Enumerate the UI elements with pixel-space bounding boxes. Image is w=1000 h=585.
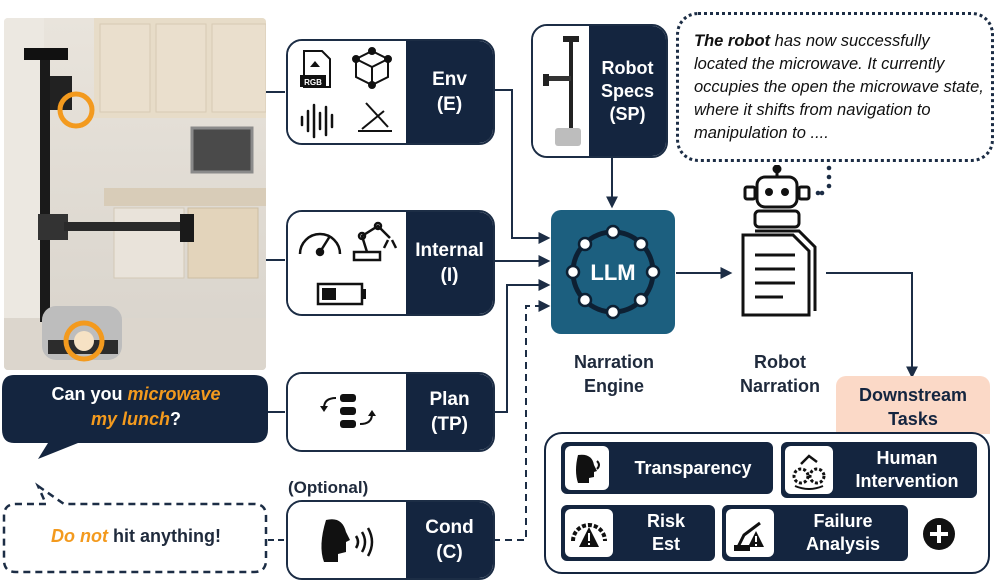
- speaking-head-icon: [321, 519, 374, 562]
- env-label: Env: [432, 69, 467, 90]
- speedometer-icon: [298, 232, 342, 257]
- narration-thought-bubble: [676, 12, 994, 162]
- internal-abbrev: (I): [440, 265, 459, 286]
- specs-label-1: Robot: [601, 57, 654, 78]
- llm-core-label: LLM: [590, 260, 636, 285]
- internal-input-box: Internal (I): [286, 210, 495, 316]
- microwave: [190, 126, 254, 174]
- cond-icons: [321, 519, 374, 562]
- robot-mast: [40, 52, 50, 322]
- svg-text:RGB: RGB: [304, 78, 322, 87]
- task-human-intervention: Human Intervention: [781, 442, 977, 498]
- robot-specs-image: [543, 36, 581, 146]
- task-transparency: Transparency: [561, 442, 773, 494]
- task-plan-icon: [320, 394, 376, 428]
- cond-abbrev: (C): [436, 542, 463, 563]
- plan-abbrev: (TP): [431, 414, 468, 435]
- speaking-face-icon: [576, 454, 600, 483]
- internal-label: Internal: [415, 240, 484, 261]
- camera-marker: [57, 91, 95, 129]
- optional-label: (Optional): [288, 478, 369, 497]
- arrow-env-llm: [493, 89, 551, 244]
- question-text: Can you microwave my lunch?: [51, 384, 221, 429]
- battery-icon: [316, 282, 366, 306]
- env-input-box: RGB Env (E): [286, 39, 495, 145]
- base-marker: [63, 320, 105, 362]
- llm-network-icon: [565, 224, 661, 320]
- plan-label: Plan: [429, 389, 470, 410]
- specs-label-2: Specs: [600, 80, 655, 101]
- rgb-image-icon: [300, 50, 331, 88]
- llm-engine-box: LLM: [551, 210, 675, 334]
- cond-input-box: Cond (C): [286, 500, 495, 580]
- arrow-narration-downstream: [826, 272, 918, 379]
- robot-arm: [64, 222, 184, 231]
- add-task-icon: [923, 518, 955, 550]
- downstream-label-bg: [836, 376, 990, 434]
- task-risk-estimation: Risk Est: [561, 505, 715, 561]
- condition-bubble-shape: [2, 482, 268, 574]
- robot-narration-icon: [741, 165, 817, 317]
- pointcloud-cube-icon: [352, 47, 392, 89]
- plan-input-box: Plan (TP): [286, 372, 495, 452]
- robot-scene: [4, 18, 266, 370]
- env-abbrev: (E): [436, 94, 463, 115]
- audio-wave-icon: [300, 103, 334, 139]
- robot-photo: [4, 18, 266, 370]
- narration-thought-text: The robot has now successfully located t…: [694, 32, 984, 142]
- specs-abbrev: (SP): [609, 103, 646, 124]
- plan-icons: [320, 394, 376, 428]
- human-robot-gears-icon: [792, 454, 826, 490]
- lidar-scan-icon: [358, 102, 392, 132]
- arrow-cond-llm: [493, 300, 551, 541]
- failure-robot-icon: [734, 521, 764, 551]
- risk-gauge-icon: [571, 523, 607, 547]
- question-bubble-shape: [2, 375, 268, 459]
- arrow-plan-llm: [493, 279, 551, 413]
- cond-label: Cond: [425, 517, 474, 538]
- specs-input-box: Robot Specs (SP): [531, 24, 668, 158]
- task-failure-analysis: Failure Analysis: [722, 505, 908, 561]
- env-icons: RGB: [300, 47, 392, 139]
- robot-arm-icon: [352, 221, 398, 262]
- internal-icons: [298, 221, 398, 306]
- condition-text: Do not hit anything!: [51, 526, 221, 546]
